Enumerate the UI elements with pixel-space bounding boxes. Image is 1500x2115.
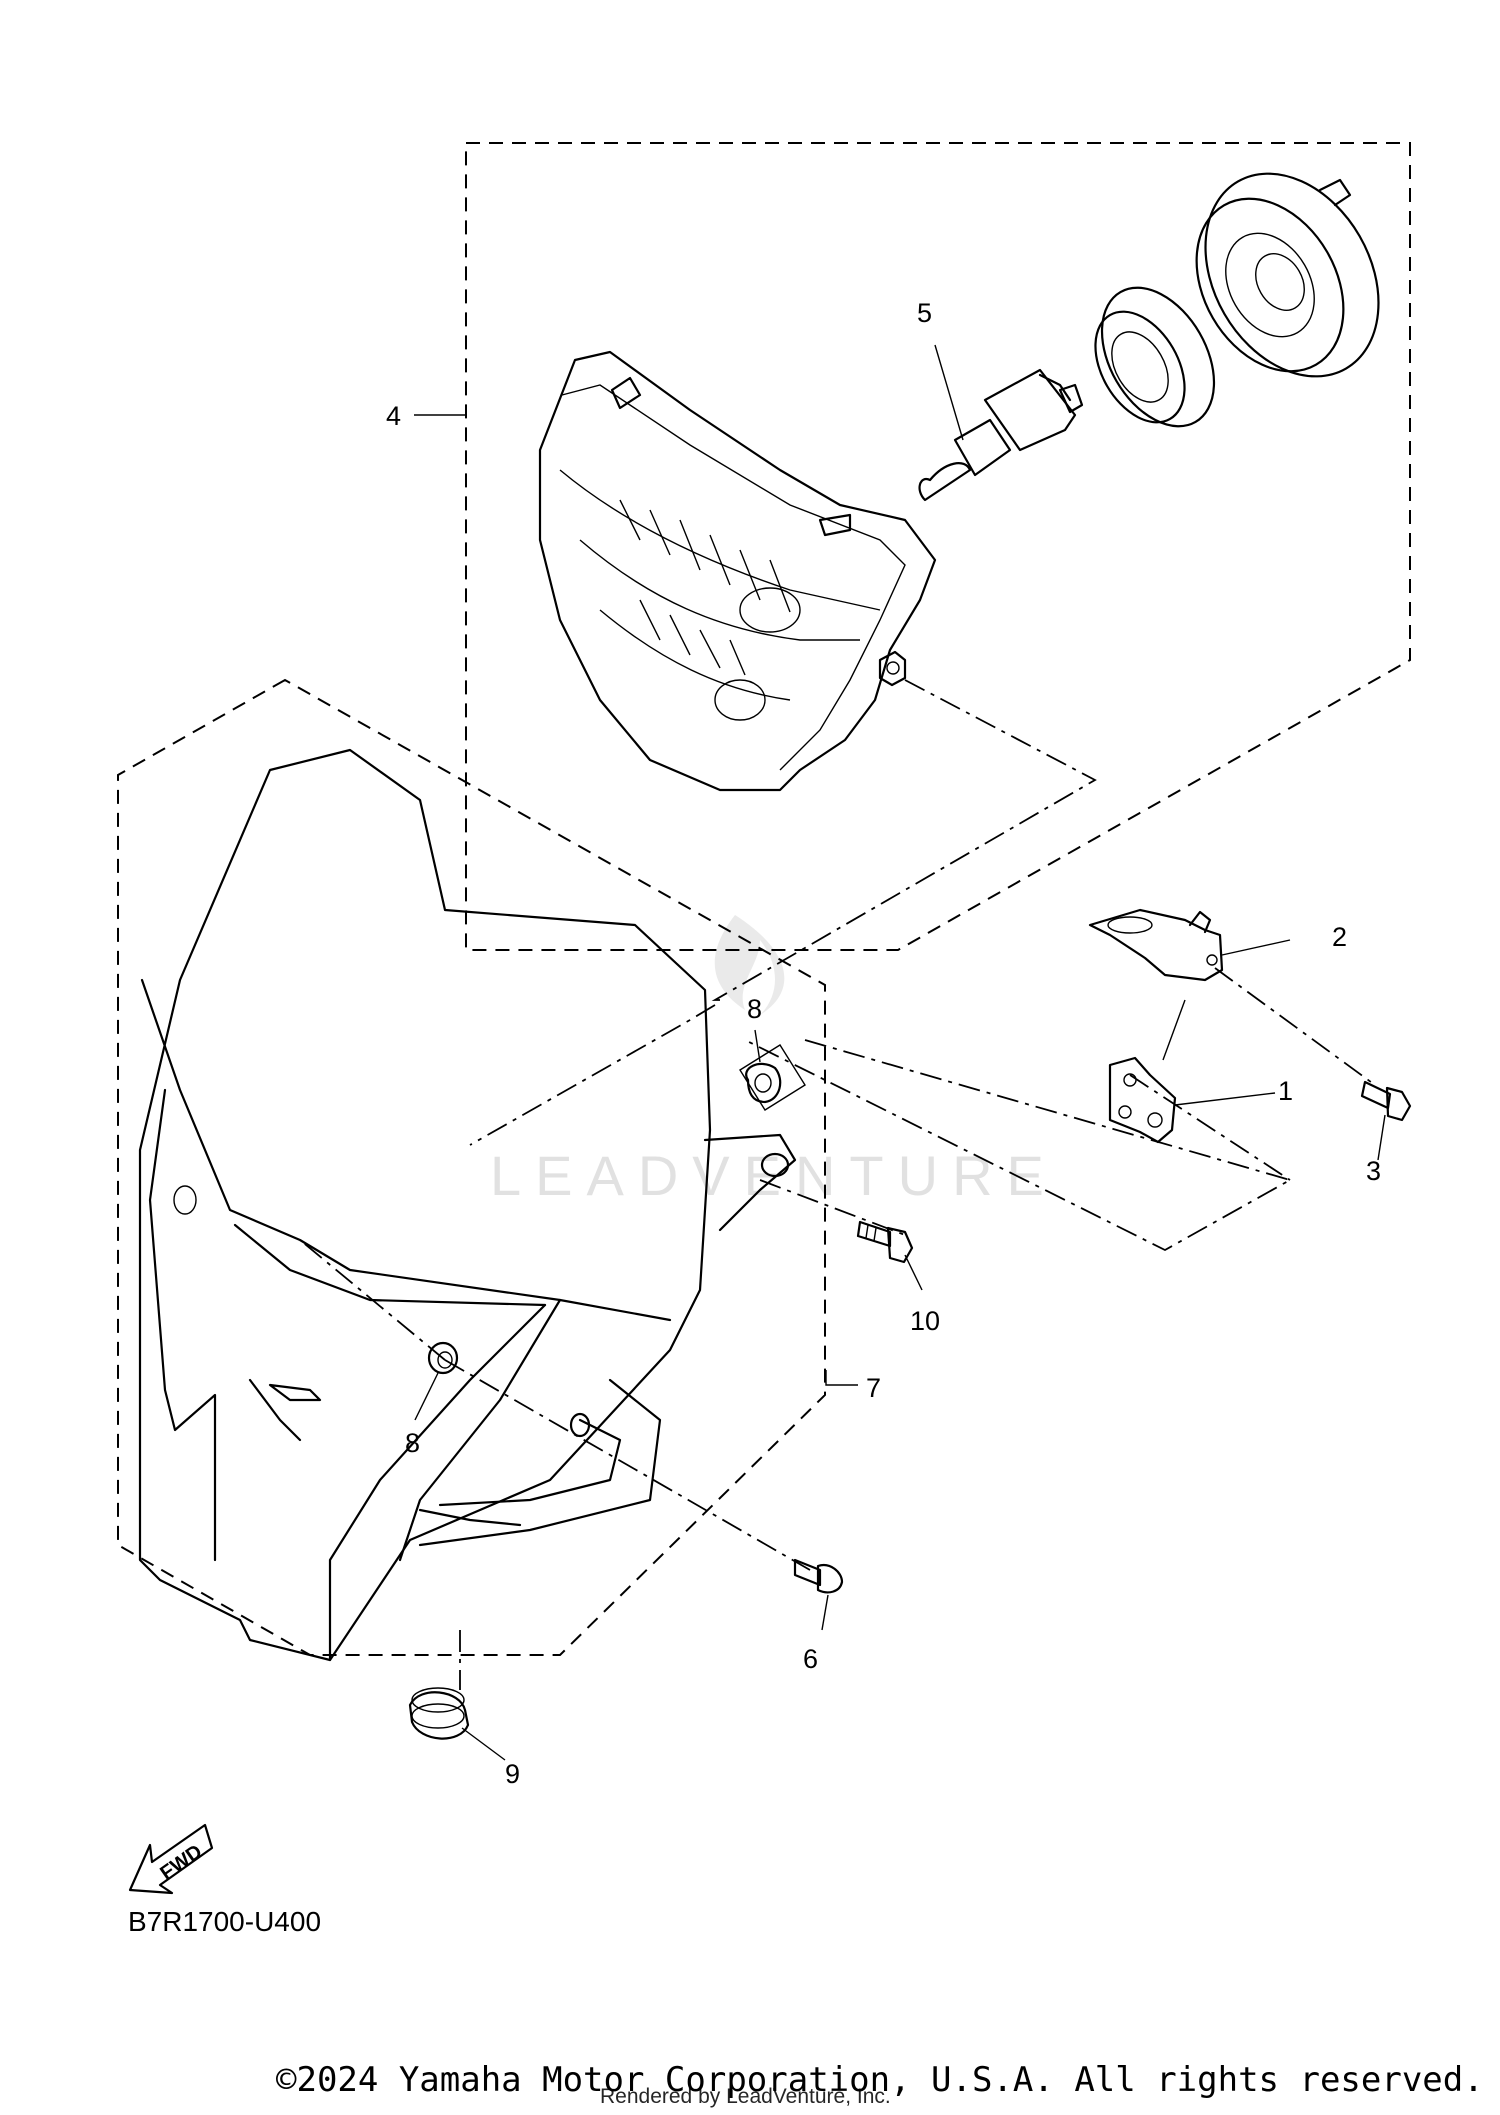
fwd-arrow-icon: FWD: [128, 1823, 214, 1895]
fwd-label: FWD: [156, 1841, 206, 1885]
callout-8-lower: 8: [405, 1428, 420, 1458]
grommet-upper: [739, 1044, 806, 1111]
callout-6: 6: [803, 1644, 818, 1674]
bulb-socket-ring: [1094, 286, 1216, 428]
headlight-bulb: [918, 368, 1084, 502]
callout-9: 9: [505, 1759, 520, 1789]
callout-7: 7: [866, 1373, 881, 1403]
callout-2: 2: [1332, 922, 1347, 952]
callouts: 1 2 3 4 5 6 7 8 8 9 10: [386, 298, 1381, 1789]
callout-10: 10: [910, 1306, 940, 1336]
rear-cover: [1195, 172, 1380, 378]
grommet-lower: [427, 1341, 459, 1375]
headlight-unit: [538, 350, 937, 792]
rendered-by-notice: Rendered by LeadVenture, Inc.: [600, 2085, 891, 2108]
watermark: LEADVENTURE: [490, 915, 1058, 1207]
diagram-code: B7R1700-U400: [128, 1906, 322, 1937]
headlight-cover: [138, 748, 797, 1662]
watermark-text: LEADVENTURE: [490, 1144, 1058, 1207]
plate-1: [1108, 1056, 1177, 1144]
bolt-3: [1360, 1080, 1412, 1122]
callout-3: 3: [1366, 1156, 1381, 1186]
leader-lines: [414, 344, 1386, 1761]
callout-1: 1: [1278, 1076, 1293, 1106]
bracket-2: [1088, 908, 1224, 982]
bolt-10: [856, 1220, 914, 1264]
callout-4: 4: [386, 401, 401, 431]
assembly-boundary-7: [117, 678, 826, 1656]
callout-8-upper: 8: [747, 994, 762, 1024]
callout-5: 5: [917, 298, 932, 328]
screw-6: [793, 1558, 844, 1594]
grommet-9: [408, 1687, 470, 1740]
reference-lines: [299, 679, 1376, 1690]
copyright-notice: ©2024 Yamaha Motor Corporation, U.S.A. A…: [276, 2060, 1484, 2100]
assembly-boundary-4: [465, 142, 1411, 951]
